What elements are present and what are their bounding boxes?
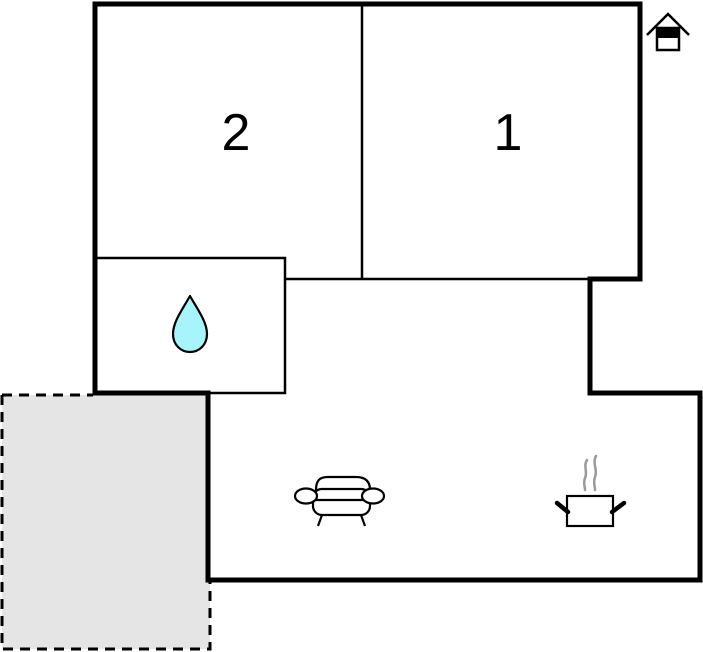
room-fills (95, 5, 700, 580)
room-label-2: 2 (222, 104, 251, 162)
terrace (0, 393, 212, 651)
room-label-1: 1 (494, 104, 523, 162)
house-floor-icon[interactable] (646, 12, 690, 52)
outer-walls (92, 1, 703, 583)
water-drop-icon (171, 294, 209, 354)
sofa-icon (293, 475, 386, 527)
cooking-pot-icon (554, 454, 627, 528)
